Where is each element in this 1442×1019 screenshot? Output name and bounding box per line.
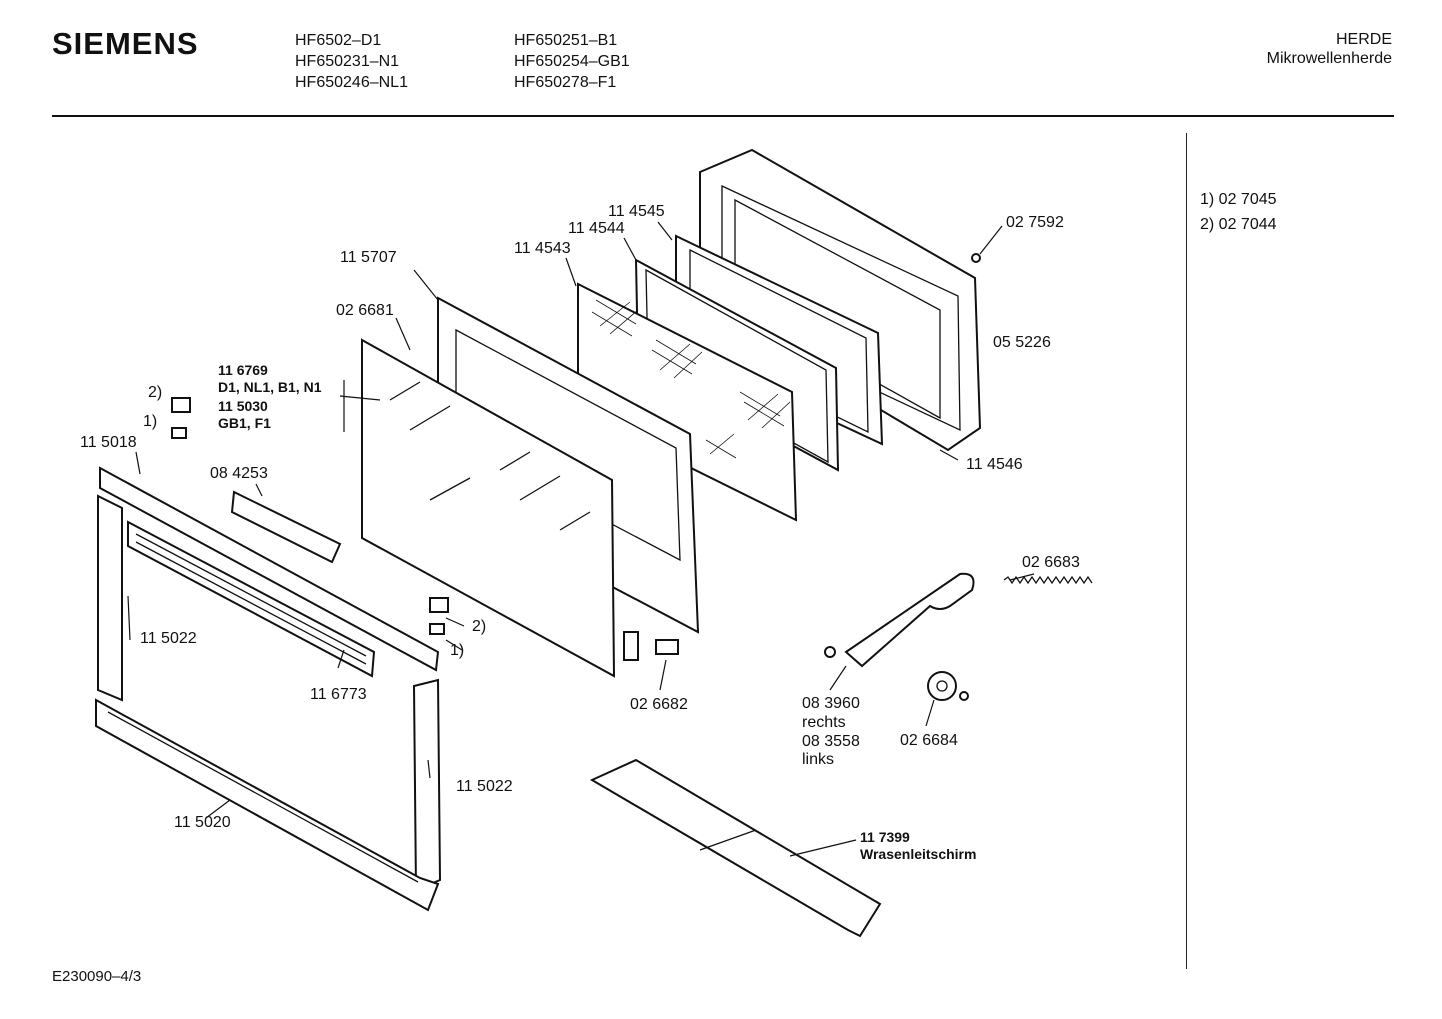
model-number: HF650231–N1 bbox=[295, 53, 400, 70]
leader-lines bbox=[127, 221, 1035, 857]
brand-logo: SIEMENS bbox=[52, 26, 199, 61]
model-number: HF650254–GB1 bbox=[514, 53, 630, 70]
side-rail-right bbox=[412, 678, 442, 892]
model-number: HF650251–B1 bbox=[514, 32, 618, 49]
part-label: 02 6683 bbox=[1022, 554, 1080, 571]
bottom-rail-115020 bbox=[95, 698, 440, 912]
part-note: links bbox=[802, 751, 835, 768]
part-label: 02 6682 bbox=[630, 696, 688, 713]
part-label: 08 3558 bbox=[802, 733, 860, 750]
screw-027592 bbox=[971, 253, 981, 263]
part-label: 11 5022 bbox=[140, 630, 197, 647]
part-label: 11 4546 bbox=[966, 456, 1023, 473]
variant-label: GB1, F1 bbox=[218, 415, 271, 431]
hinge-clip-lower bbox=[429, 597, 449, 635]
model-list-2: HF650251–B1 HF650254–GB1 HF650278–F1 bbox=[514, 30, 630, 93]
header-divider bbox=[52, 115, 1394, 117]
footnote-marker: 2) bbox=[148, 384, 163, 401]
model-number: HF650246–NL1 bbox=[295, 74, 408, 91]
part-note: rechts bbox=[802, 714, 846, 731]
footnote-2: 2) 02 7044 bbox=[1200, 216, 1277, 233]
category-subtitle: Mikrowellenherde bbox=[1266, 50, 1392, 67]
part-label: 08 3960 bbox=[802, 695, 860, 712]
side-rail-left bbox=[97, 494, 123, 702]
part-label: 11 4545 bbox=[608, 203, 665, 220]
footnote-marker: 1) bbox=[450, 642, 465, 659]
part-label: 11 4544 bbox=[568, 220, 625, 237]
part-name: Wrasenleitschirm bbox=[860, 846, 977, 862]
model-number: HF6502–D1 bbox=[295, 32, 382, 49]
part-label: 02 6684 bbox=[900, 732, 958, 749]
part-label: 02 7592 bbox=[1006, 214, 1064, 231]
side-divider bbox=[1186, 133, 1187, 969]
footnote-1: 1) 02 7045 bbox=[1200, 191, 1277, 208]
deflector-117399 bbox=[589, 758, 882, 938]
handle-084253 bbox=[230, 490, 342, 564]
part-label: 11 6769 bbox=[218, 362, 268, 378]
part-label: 11 4543 bbox=[514, 240, 571, 257]
part-label: 05 5226 bbox=[993, 334, 1051, 351]
mesh-screen-114543 bbox=[577, 282, 798, 522]
top-rail-115018 bbox=[99, 466, 440, 672]
part-label: 11 7399 bbox=[860, 829, 910, 845]
part-label: 08 4253 bbox=[210, 465, 268, 482]
part-label: 11 5020 bbox=[174, 814, 231, 831]
part-label: 11 5022 bbox=[456, 778, 513, 795]
hinge-arm-083960 bbox=[824, 572, 975, 668]
category-title: HERDE bbox=[1335, 31, 1392, 48]
part-label: 02 6681 bbox=[336, 302, 394, 319]
footnote-marker: 1) bbox=[143, 413, 158, 430]
part-label: 11 5030 bbox=[218, 398, 268, 414]
footnote-marker: 2) bbox=[472, 618, 487, 635]
trim-bar-116773 bbox=[127, 520, 376, 678]
document-id: E230090–4/3 bbox=[52, 968, 142, 985]
spring-026683 bbox=[1003, 575, 1093, 585]
part-label: 11 5018 bbox=[80, 434, 137, 451]
part-label: 11 6773 bbox=[310, 686, 367, 703]
part-label: 11 5707 bbox=[340, 249, 397, 266]
hinge-clip-upper bbox=[171, 397, 191, 439]
roller-026684 bbox=[927, 671, 969, 701]
front-glass-116769 bbox=[361, 338, 616, 678]
screw-026682 bbox=[623, 631, 679, 661]
variant-label: D1, NL1, B1, N1 bbox=[218, 379, 322, 395]
model-list-1: HF6502–D1 HF650231–N1 HF650246–NL1 bbox=[295, 30, 408, 93]
model-number: HF650278–F1 bbox=[514, 74, 617, 91]
category-block: HERDE Mikrowellenherde bbox=[1267, 30, 1392, 68]
